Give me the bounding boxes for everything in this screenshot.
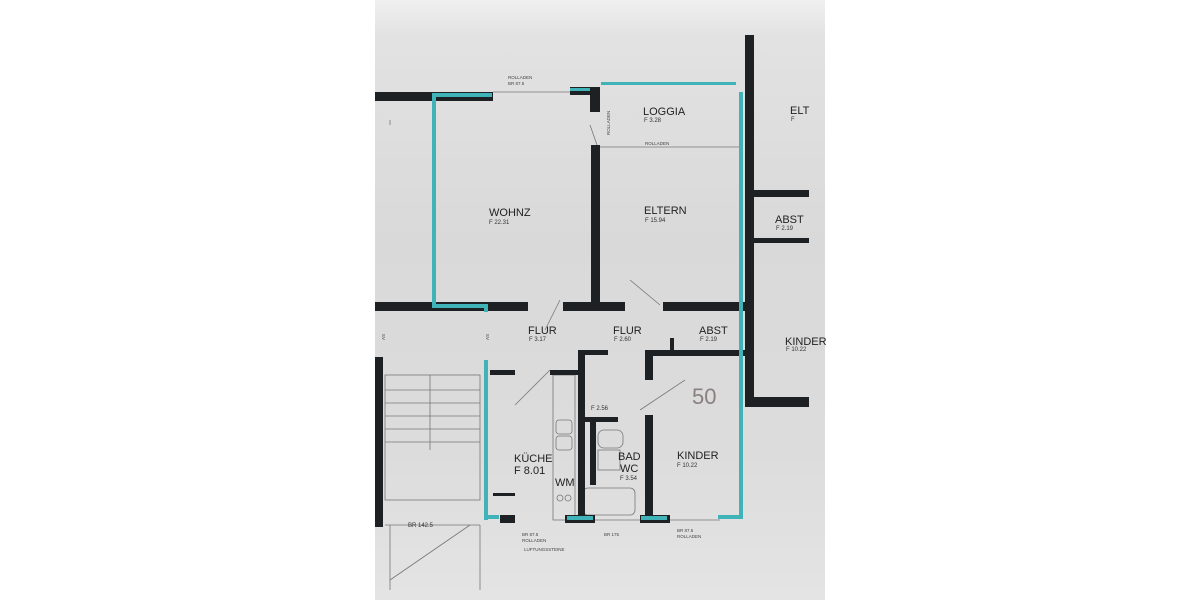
room-label-abst: ABST <box>699 325 728 337</box>
annotation-rolladen-bottom-left: ROLLADEN <box>522 538 546 543</box>
annotation-br-top: BR 87.5 <box>508 81 525 86</box>
room-label-kueche: KÜCHE <box>514 453 553 465</box>
room-area-abst: F 2.19 <box>700 337 718 343</box>
walls <box>375 35 809 527</box>
bathtub-icon <box>582 487 636 516</box>
dimension-lines <box>385 91 742 590</box>
room-area-wohnz: F 22.31 <box>489 220 510 226</box>
room-label-loggia: LOGGIA <box>643 106 686 118</box>
room-label-flur-2: FLUR <box>613 325 642 337</box>
room-area-flur-1: F 3.17 <box>529 337 547 343</box>
annotation-as-2: AS <box>485 334 490 340</box>
room-label-wc: WC <box>620 463 638 475</box>
room-label-bad: BAD <box>618 451 641 463</box>
highlighted-walls <box>432 82 743 520</box>
unit-number: 50 <box>692 384 716 409</box>
annotation-br-875-right: BR 87.5 <box>677 528 694 533</box>
staircase <box>384 374 481 501</box>
neighbor-room-label-kinder: KINDER <box>785 336 827 348</box>
room-area-flur-2: F 2.60 <box>614 337 632 343</box>
room-area-kinder: F 10.22 <box>677 463 698 469</box>
annotation-rolladen-side: ROLLADEN <box>606 111 611 135</box>
room-area-kueche: F 8.01 <box>514 465 545 477</box>
neighbor-room-label-abst: ABST <box>775 214 804 226</box>
room-area-loggia: F 3.28 <box>644 118 662 124</box>
annotation-rolladen-bottom-right: ROLLADEN <box>677 534 701 539</box>
annotation-br-875-left: BR 87.5 <box>522 532 539 537</box>
room-label-wm: WM <box>555 477 575 489</box>
neighbor-room-label-eltern: ELT <box>790 105 810 117</box>
annotation-rolladen-loggia: ROLLADEN <box>645 141 669 146</box>
toilet-icon <box>597 429 624 449</box>
room-label-flur-1: FLUR <box>528 325 557 337</box>
annotation-as-1: AS <box>381 334 386 340</box>
room-area-bad: F 3.54 <box>620 476 638 482</box>
annotation-lueftung: LUFTUNGSSTEINE <box>524 547 565 552</box>
annotation-br-1425: BR 142.5 <box>408 523 434 529</box>
room-label-eltern: ELTERN <box>644 205 687 217</box>
neighbor-room-area-abst: F 2.19 <box>776 226 794 232</box>
room-area-eltern: F 15.94 <box>645 218 666 224</box>
room-label-kinder: KINDER <box>677 450 719 462</box>
room-label-wohnz: WOHNZ <box>489 207 531 219</box>
neighbor-room-area-kinder: F 10.22 <box>786 347 807 353</box>
annotation-br-175: BR 175 <box>604 532 620 537</box>
annotation-rolladen-top: ROLLADEN <box>508 75 532 80</box>
neighbor-room-area-eltern: F <box>791 117 795 123</box>
room-area-flur-3: F 2.56 <box>591 406 609 412</box>
